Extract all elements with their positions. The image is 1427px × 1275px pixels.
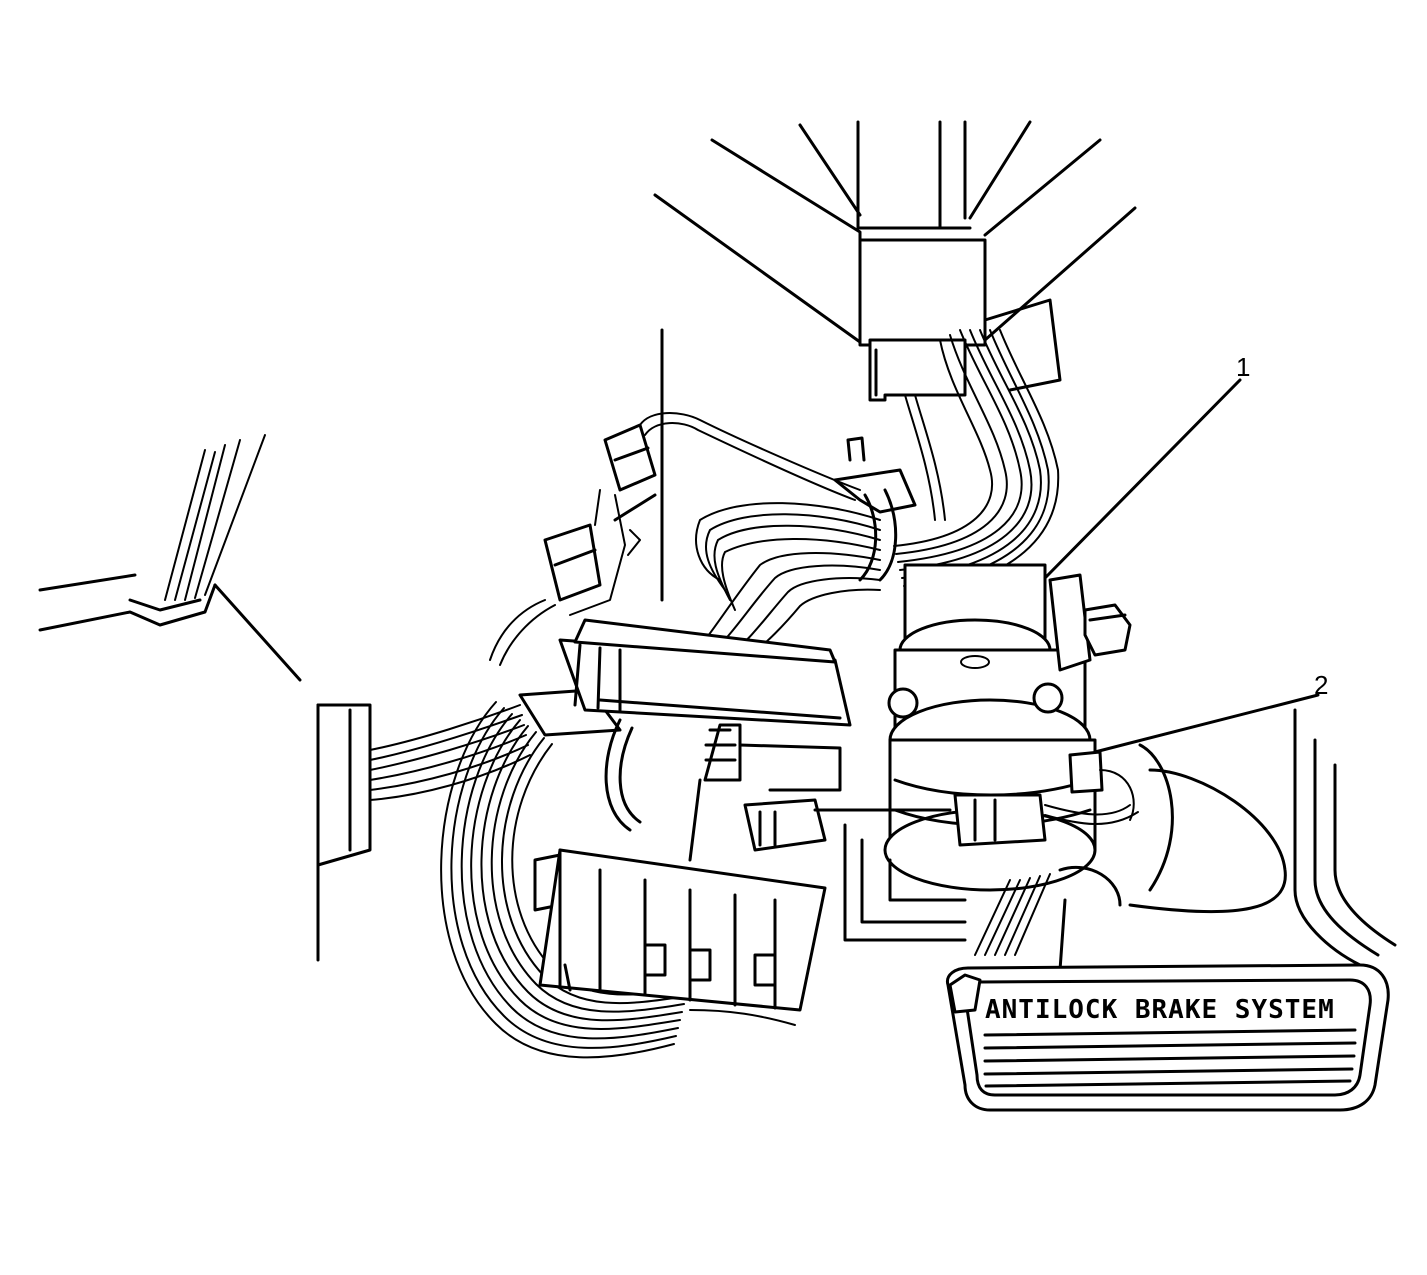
brake-pedal-pad: ANTILOCK BRAKE SYSTEM <box>945 963 1390 1112</box>
switch-connectors <box>743 750 1139 852</box>
harness-branch-left <box>695 502 881 656</box>
upper-connectors <box>489 328 861 666</box>
pedal-label: ANTILOCK BRAKE SYSTEM <box>985 995 1335 1025</box>
callout-2: 2 <box>1314 670 1328 700</box>
main-connector-block <box>518 618 852 832</box>
pedal-arm-bracket <box>843 708 1397 972</box>
callout-leaders <box>1043 378 1320 754</box>
dash-panel-left <box>38 434 372 962</box>
steering-column-shroud <box>653 120 1137 392</box>
callout-1: 1 <box>1236 352 1250 382</box>
harness-loop-lower <box>440 701 796 1059</box>
column-bracket <box>868 338 967 402</box>
harness-clip <box>833 436 917 582</box>
harness-left-run <box>369 704 531 801</box>
lower-connector-block <box>533 778 827 1012</box>
